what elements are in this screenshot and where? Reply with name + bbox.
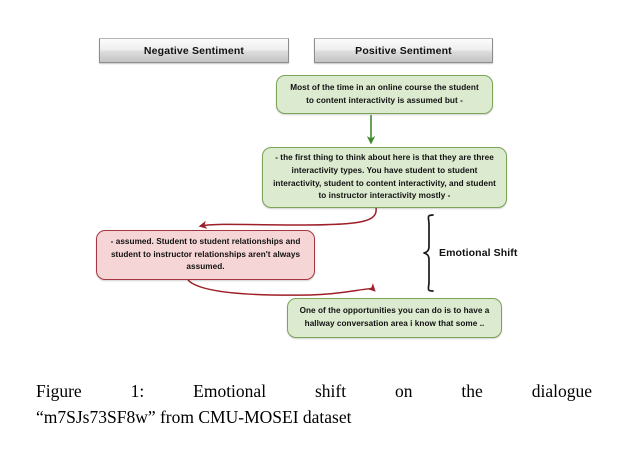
header-positive-sentiment[interactable]: Positive Sentiment xyxy=(314,38,493,63)
emotional-shift-label: Emotional Shift xyxy=(439,247,518,259)
arrow-bubble2-to-bubble3 xyxy=(198,207,377,229)
utterance-bubble-2: - the first thing to think about here is… xyxy=(262,147,507,208)
emotional-shift-annotation: Emotional Shift xyxy=(423,212,583,294)
figure-caption: Figure 1: Emotional shift on the dialogu… xyxy=(36,378,592,431)
caption-line-2: “m7SJs73SF8w” from CMU-MOSEI dataset xyxy=(36,407,352,428)
utterance-bubble-1: Most of the time in an online course the… xyxy=(276,75,493,114)
utterance-bubble-3: - assumed. Student to student relationsh… xyxy=(96,230,315,280)
caption-line-1: Figure 1: Emotional shift on the dialogu… xyxy=(36,381,592,401)
utterance-bubble-4: One of the opportunities you can do is t… xyxy=(287,298,502,338)
header-negative-sentiment[interactable]: Negative Sentiment xyxy=(99,38,289,63)
arrow-bubble3-to-bubble4 xyxy=(187,279,376,296)
